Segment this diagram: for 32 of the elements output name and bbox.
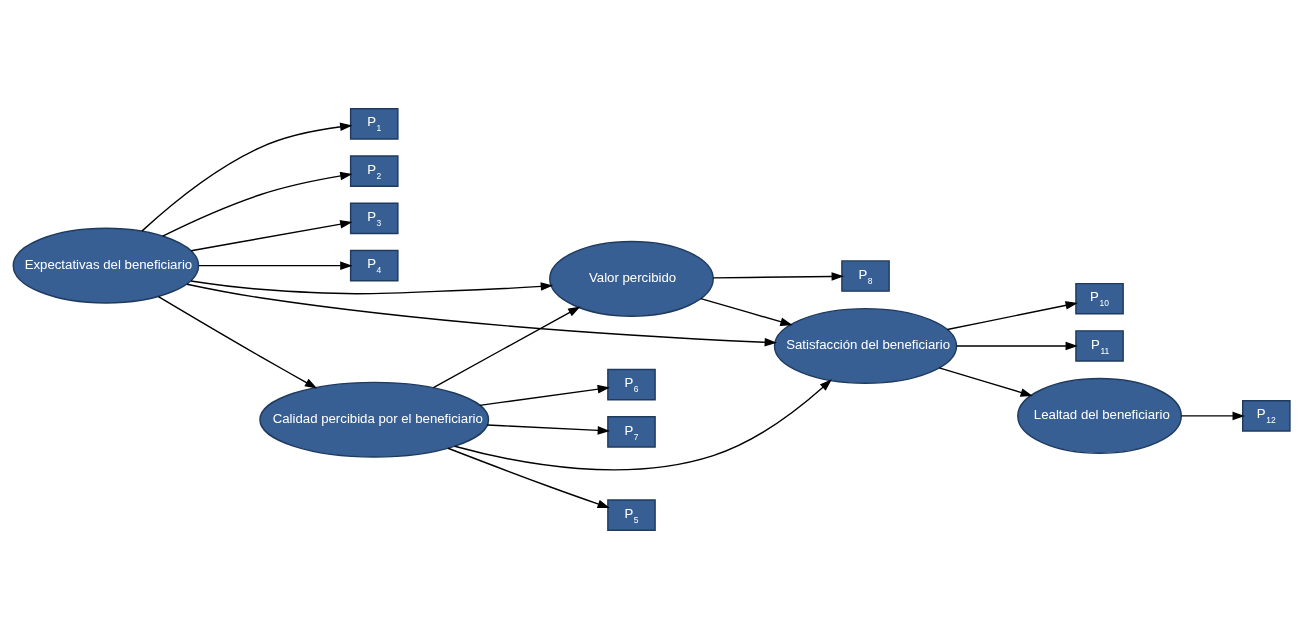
node-ellipse: Satisfacción del beneficiario bbox=[773, 307, 958, 384]
arrow bbox=[1180, 411, 1245, 421]
arrow bbox=[479, 384, 610, 407]
arrow bbox=[190, 220, 353, 252]
arrow bbox=[700, 297, 793, 326]
arrow bbox=[162, 171, 353, 237]
node-box: P$_{6}$ bbox=[607, 368, 656, 401]
arrow bbox=[190, 280, 553, 295]
arrow bbox=[157, 295, 318, 389]
node-box: P$_{2}$ bbox=[349, 155, 399, 187]
node-box: P$_{7}$ bbox=[607, 416, 656, 448]
node-box: P$_{8}$ bbox=[841, 260, 890, 292]
arrow bbox=[432, 306, 581, 389]
node-ellipse: Calidad percibida por el beneficiario bbox=[259, 381, 490, 458]
arrow bbox=[938, 367, 1033, 397]
arrow bbox=[141, 122, 353, 232]
node-box: P$_{10}$ bbox=[1075, 282, 1124, 315]
node-box: P$_{5}$ bbox=[607, 499, 656, 531]
arrow bbox=[186, 283, 777, 347]
arrow bbox=[453, 379, 832, 471]
node-ellipse: Expectativas del beneficiario bbox=[12, 227, 200, 304]
arrow bbox=[712, 272, 844, 281]
node-box: P$_{1}$ bbox=[349, 108, 399, 140]
node-box: P$_{12}$ bbox=[1242, 400, 1291, 432]
node-box: P$_{4}$ bbox=[349, 249, 399, 282]
node-box: P$_{11}$ bbox=[1075, 330, 1124, 362]
arrow bbox=[955, 341, 1078, 351]
arrow bbox=[486, 424, 610, 435]
arrow bbox=[447, 447, 610, 509]
arrow bbox=[946, 301, 1078, 331]
arrow bbox=[198, 261, 353, 270]
node-box: P$_{3}$ bbox=[349, 202, 399, 235]
